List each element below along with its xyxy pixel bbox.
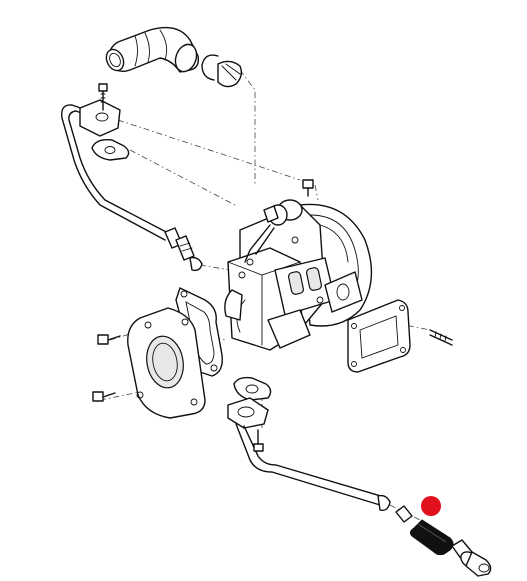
bolt-top[interactable] [302,179,314,197]
flange-bolt-upper[interactable] [97,334,121,345]
drain-fitting[interactable] [451,539,492,577]
oil-feed-banjo[interactable] [79,83,121,137]
oil-feed-pipe[interactable] [61,104,203,272]
highlight-marker [421,496,441,516]
stud[interactable] [429,329,453,346]
drain-hose[interactable] [409,519,454,556]
flange-bolt-lower[interactable] [92,391,116,402]
turbocharger-assembly[interactable] [224,199,373,351]
oil-drain-pipe[interactable] [227,397,391,512]
oil-drain-gasket[interactable] [233,376,272,401]
air-inlet-elbow-hose[interactable] [103,26,200,75]
exhaust-outlet-gasket[interactable] [347,299,411,373]
adapter-flange[interactable] [127,307,206,419]
drain-clip[interactable] [395,505,413,523]
hose-clamp[interactable] [201,54,243,88]
oil-feed-gasket[interactable] [91,138,130,161]
